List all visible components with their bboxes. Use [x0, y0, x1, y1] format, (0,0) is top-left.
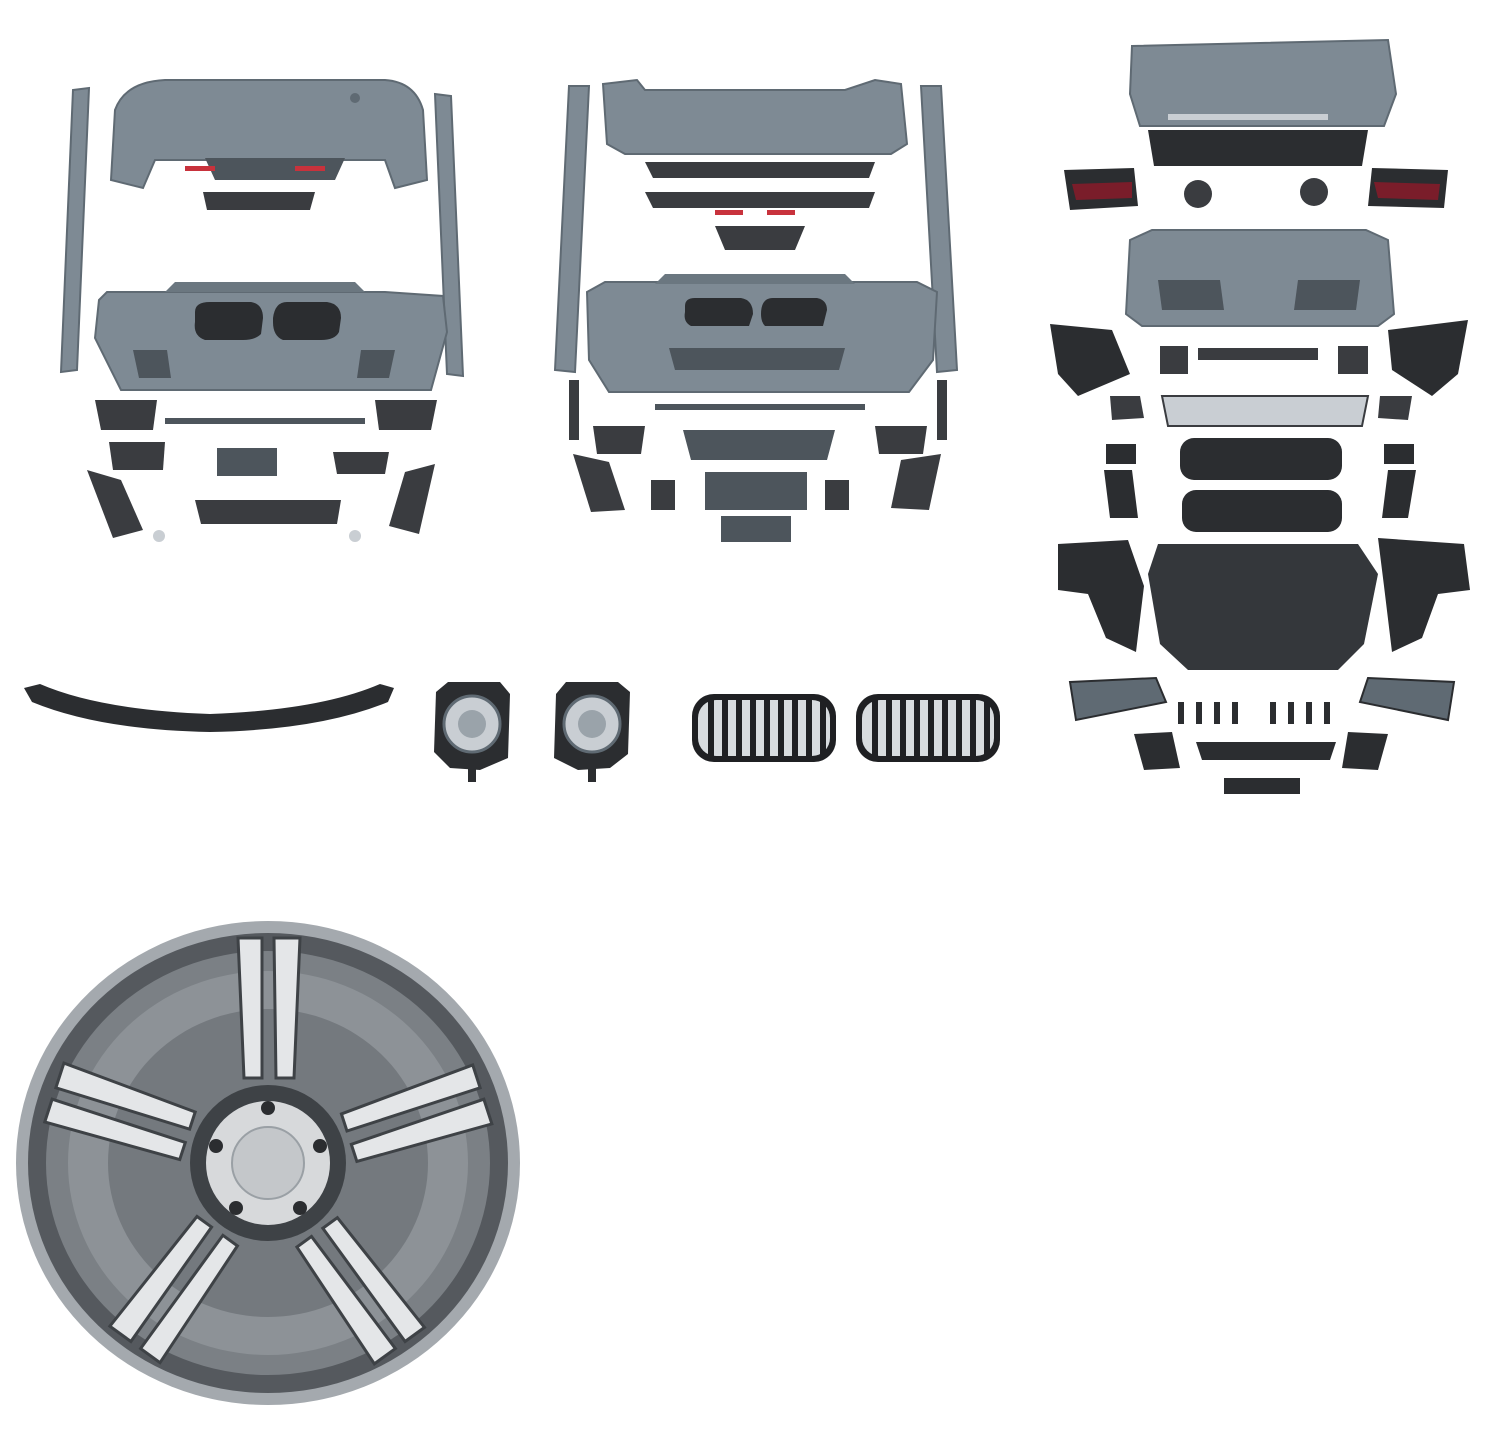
body-kit-set-1	[55, 70, 475, 550]
kidney-grille-icon	[692, 694, 1000, 762]
fog-lamp-icon	[434, 682, 630, 782]
body-kit-set-2	[545, 70, 975, 550]
bumper-kit-icon	[553, 78, 959, 542]
front-end-conversion-icon	[1050, 38, 1470, 794]
wheel-icon	[16, 921, 520, 1405]
alloy-wheel	[12, 918, 524, 1408]
fog-lamp-pair	[430, 678, 660, 788]
kidney-grille-pair	[688, 690, 1008, 770]
body-kit-set-3	[1048, 34, 1478, 804]
front-lip-spoiler	[20, 680, 400, 740]
spoiler-icon	[24, 684, 394, 732]
bumper-kit-icon	[59, 79, 465, 542]
